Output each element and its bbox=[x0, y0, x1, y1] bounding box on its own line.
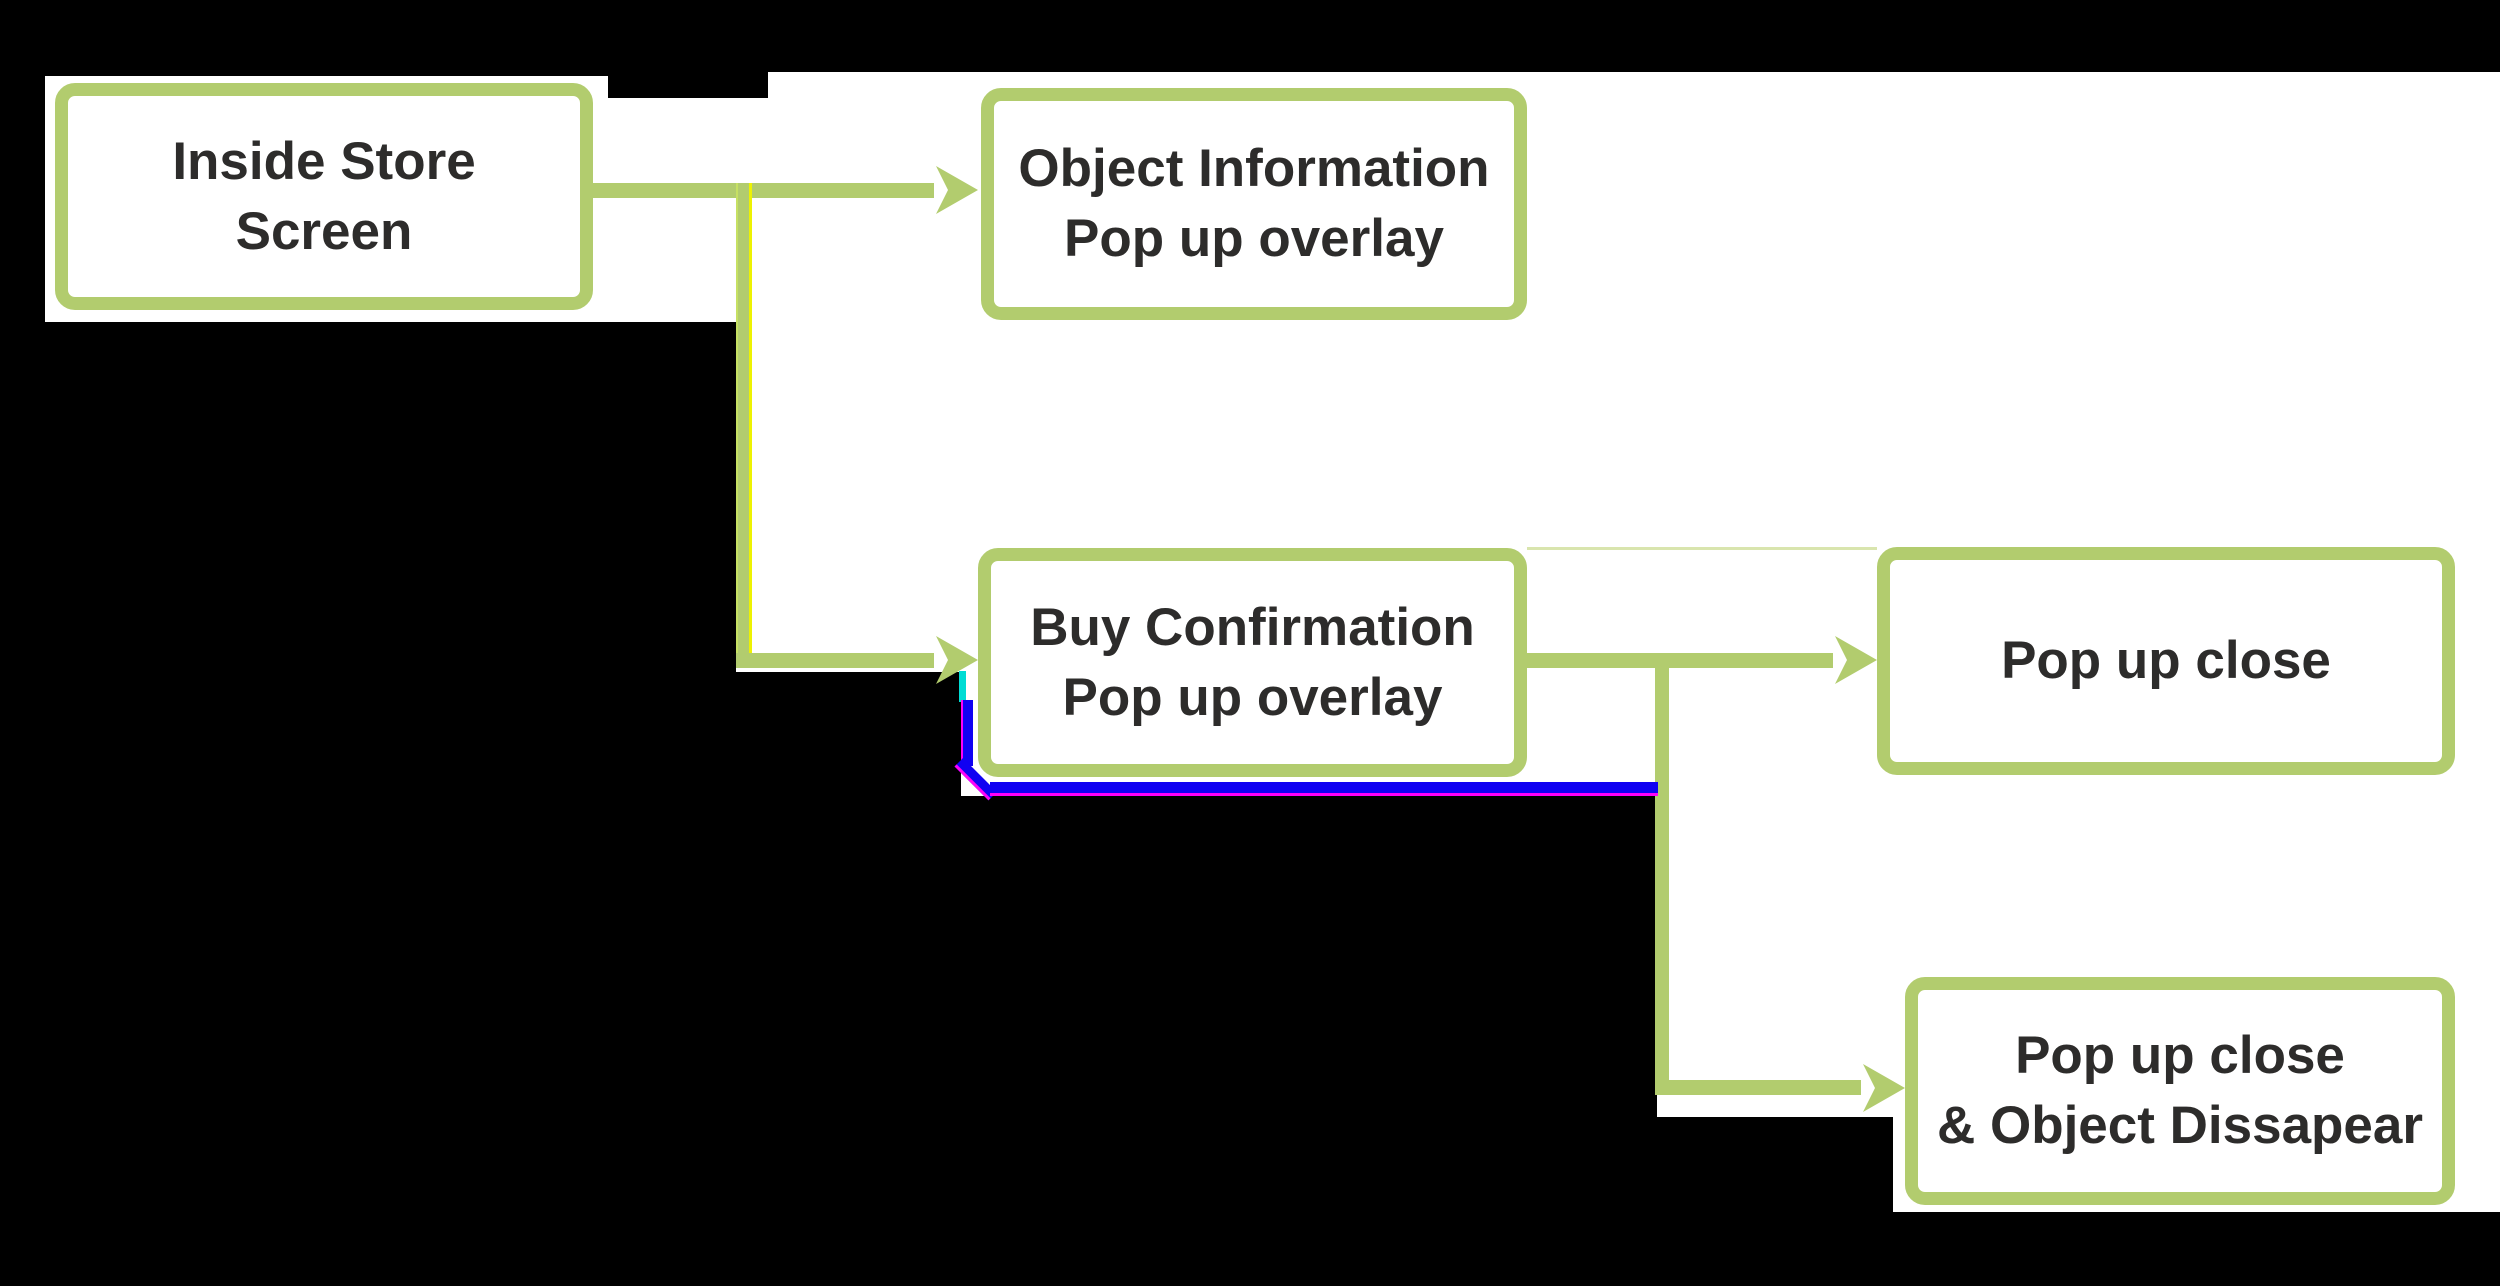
background-region bbox=[595, 98, 737, 322]
edge-store-to-objectinfo-line bbox=[593, 183, 934, 198]
flow-node-inside-store-screen: Inside Store Screen bbox=[55, 83, 593, 310]
arrowhead-right-icon bbox=[1835, 636, 1877, 684]
node-label-line: Screen bbox=[235, 201, 413, 261]
flow-node-popup-close-object-dissapear: Pop up close & Object Dissapear bbox=[1905, 977, 2455, 1205]
node-label-line: Pop up close bbox=[2015, 1026, 2345, 1085]
node-label-line: & Object Dissapear bbox=[1936, 1096, 2424, 1155]
flow-node-object-information-popup: Object Information Pop up overlay bbox=[981, 88, 1527, 320]
thin-connector-line bbox=[1527, 547, 1877, 550]
arrowhead-right-icon bbox=[936, 636, 978, 684]
node-label-line: Pop up overlay bbox=[1064, 209, 1444, 268]
arrowhead-right-icon bbox=[1863, 1064, 1905, 1112]
node-label-line: Pop up overlay bbox=[1062, 667, 1443, 727]
arrowhead-right-icon bbox=[936, 166, 978, 214]
node-label-line: Object Information bbox=[1018, 139, 1490, 198]
artifact-cyan-line bbox=[959, 671, 966, 702]
background-region bbox=[1657, 547, 1893, 1117]
artifact-blue-line bbox=[961, 700, 973, 766]
node-label-line: Buy Confirmation bbox=[1030, 597, 1475, 657]
background-region bbox=[1540, 547, 1657, 796]
background-region bbox=[1540, 72, 2500, 547]
node-label-line: Inside Store bbox=[172, 131, 476, 191]
artifact-blue-line bbox=[990, 782, 1658, 796]
flow-node-popup-close: Pop up close bbox=[1877, 547, 2455, 775]
edge-buyconfirm-to-disappear-line bbox=[1655, 1080, 1861, 1095]
edge-buyconfirm-to-disappear-vertical-line bbox=[1655, 660, 1669, 1095]
flow-node-buy-confirmation-popup: Buy Confirmation Pop up overlay bbox=[978, 548, 1527, 777]
edge-store-to-buyconfirm-line bbox=[736, 653, 934, 668]
node-label-line: Pop up close bbox=[2001, 631, 2331, 690]
edge-buyconfirm-to-close-line bbox=[1527, 653, 1833, 668]
edge-store-to-buyconfirm-vertical-line bbox=[736, 183, 752, 668]
